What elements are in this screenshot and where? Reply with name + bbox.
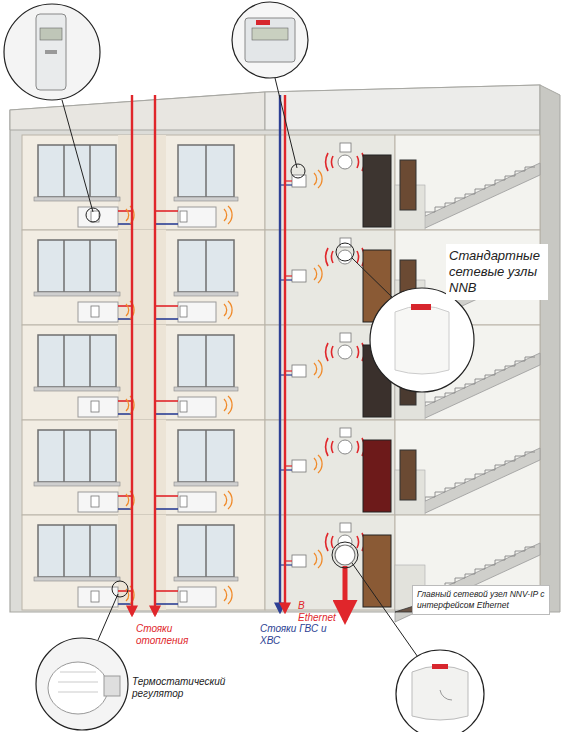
device-label: Термостатический регулятор xyxy=(132,676,252,700)
riser-label: Стояки ГВС и ХВС xyxy=(260,623,330,647)
node-text: Стандартные сетевые узлы NNB xyxy=(446,244,548,300)
node-text: Главный сетевой узел NNV-IP с интерфейсо… xyxy=(412,585,550,615)
main-node-label: Главный сетевой узел NNV-IP с интерфейсо… xyxy=(412,585,550,615)
ethernet-label: В Ethernet xyxy=(298,600,344,624)
riser-label: Стояки отопления xyxy=(136,623,226,647)
network-node-label: Стандартные сетевые узлы NNB xyxy=(446,244,548,300)
